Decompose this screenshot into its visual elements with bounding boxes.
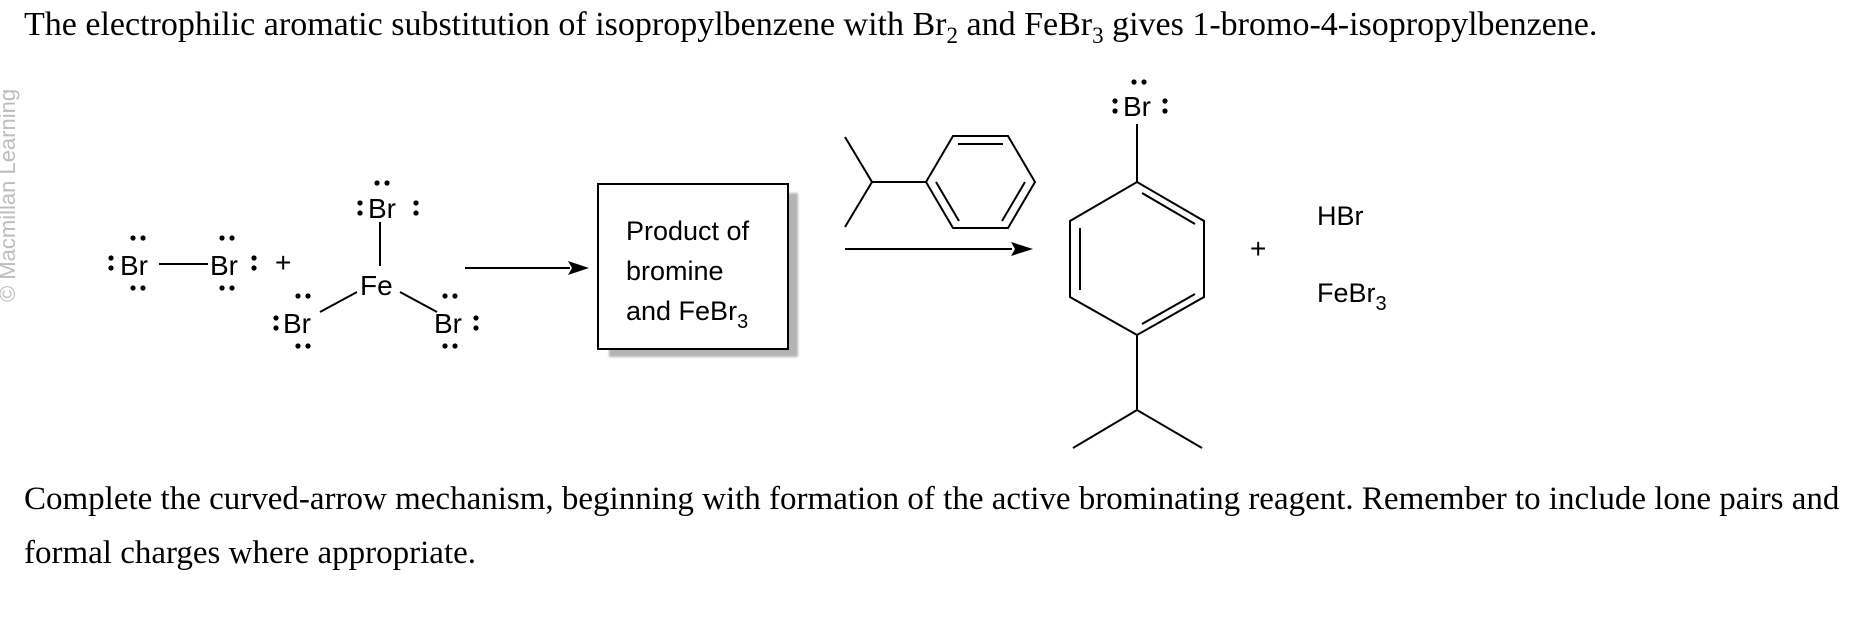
iron-tribromide: Br Fe Br Br [273, 180, 479, 349]
intro-sentence: The electrophilic aromatic substitution … [24, 6, 1598, 47]
br-atom-right: Br [210, 250, 238, 281]
copyright-watermark: © Macmillan Learning [0, 89, 20, 302]
br-atom-product: Br [1123, 91, 1151, 122]
box-line-1: Product of [626, 216, 750, 246]
br-atom-top: Br [368, 193, 396, 224]
lone-pairs [273, 180, 479, 349]
intro-text-2: and FeBr [957, 6, 1093, 43]
br-atom-bottom-right: Br [434, 308, 462, 339]
hbr-label: HBr [1317, 201, 1364, 231]
fe-br-bond-left [319, 291, 358, 313]
br-atom-bottom-left: Br [283, 308, 311, 339]
br-atom-left: Br [120, 250, 148, 281]
fe-br-bond-right [399, 291, 438, 313]
reaction-arrow-2 [845, 242, 1033, 256]
watermark-text: © Macmillan Learning [0, 89, 20, 302]
fe-atom: Fe [360, 270, 393, 301]
isopropylbenzene-reagent [844, 135, 1037, 229]
reaction-arrow-1 [465, 261, 589, 275]
plus-sign-reactants: + [275, 247, 291, 278]
box-line-2: bromine [626, 256, 724, 286]
febr3-label: FeBr3 [1317, 278, 1387, 315]
intro-text-1: The electrophilic aromatic substitution … [24, 6, 947, 43]
bromo-isopropylbenzene-product: Br [1069, 79, 1205, 449]
lone-pairs [108, 235, 257, 291]
febr3-subscript: 3 [1376, 293, 1387, 315]
plus-sign-products: + [1250, 233, 1266, 264]
task-instructions: Complete the curved-arrow mechanism, beg… [24, 481, 1840, 571]
reaction-scheme: Br Br + Br Fe Br Br [108, 79, 1387, 449]
bromine-molecule: Br Br + [108, 235, 291, 291]
intro-text-3: gives 1-bromo-4-isopropylbenzene. [1103, 6, 1598, 43]
lone-pairs [1112, 79, 1168, 114]
box-subscript: 3 [737, 311, 748, 333]
byproducts: + HBr FeBr3 [1250, 201, 1387, 315]
box-line-3: and FeBr3 [626, 296, 748, 333]
intro-subscript-2: 2 [946, 23, 958, 48]
intermediate-product-box: Product of bromine and FeBr3 [597, 183, 798, 357]
intro-subscript-3: 3 [1092, 23, 1104, 48]
